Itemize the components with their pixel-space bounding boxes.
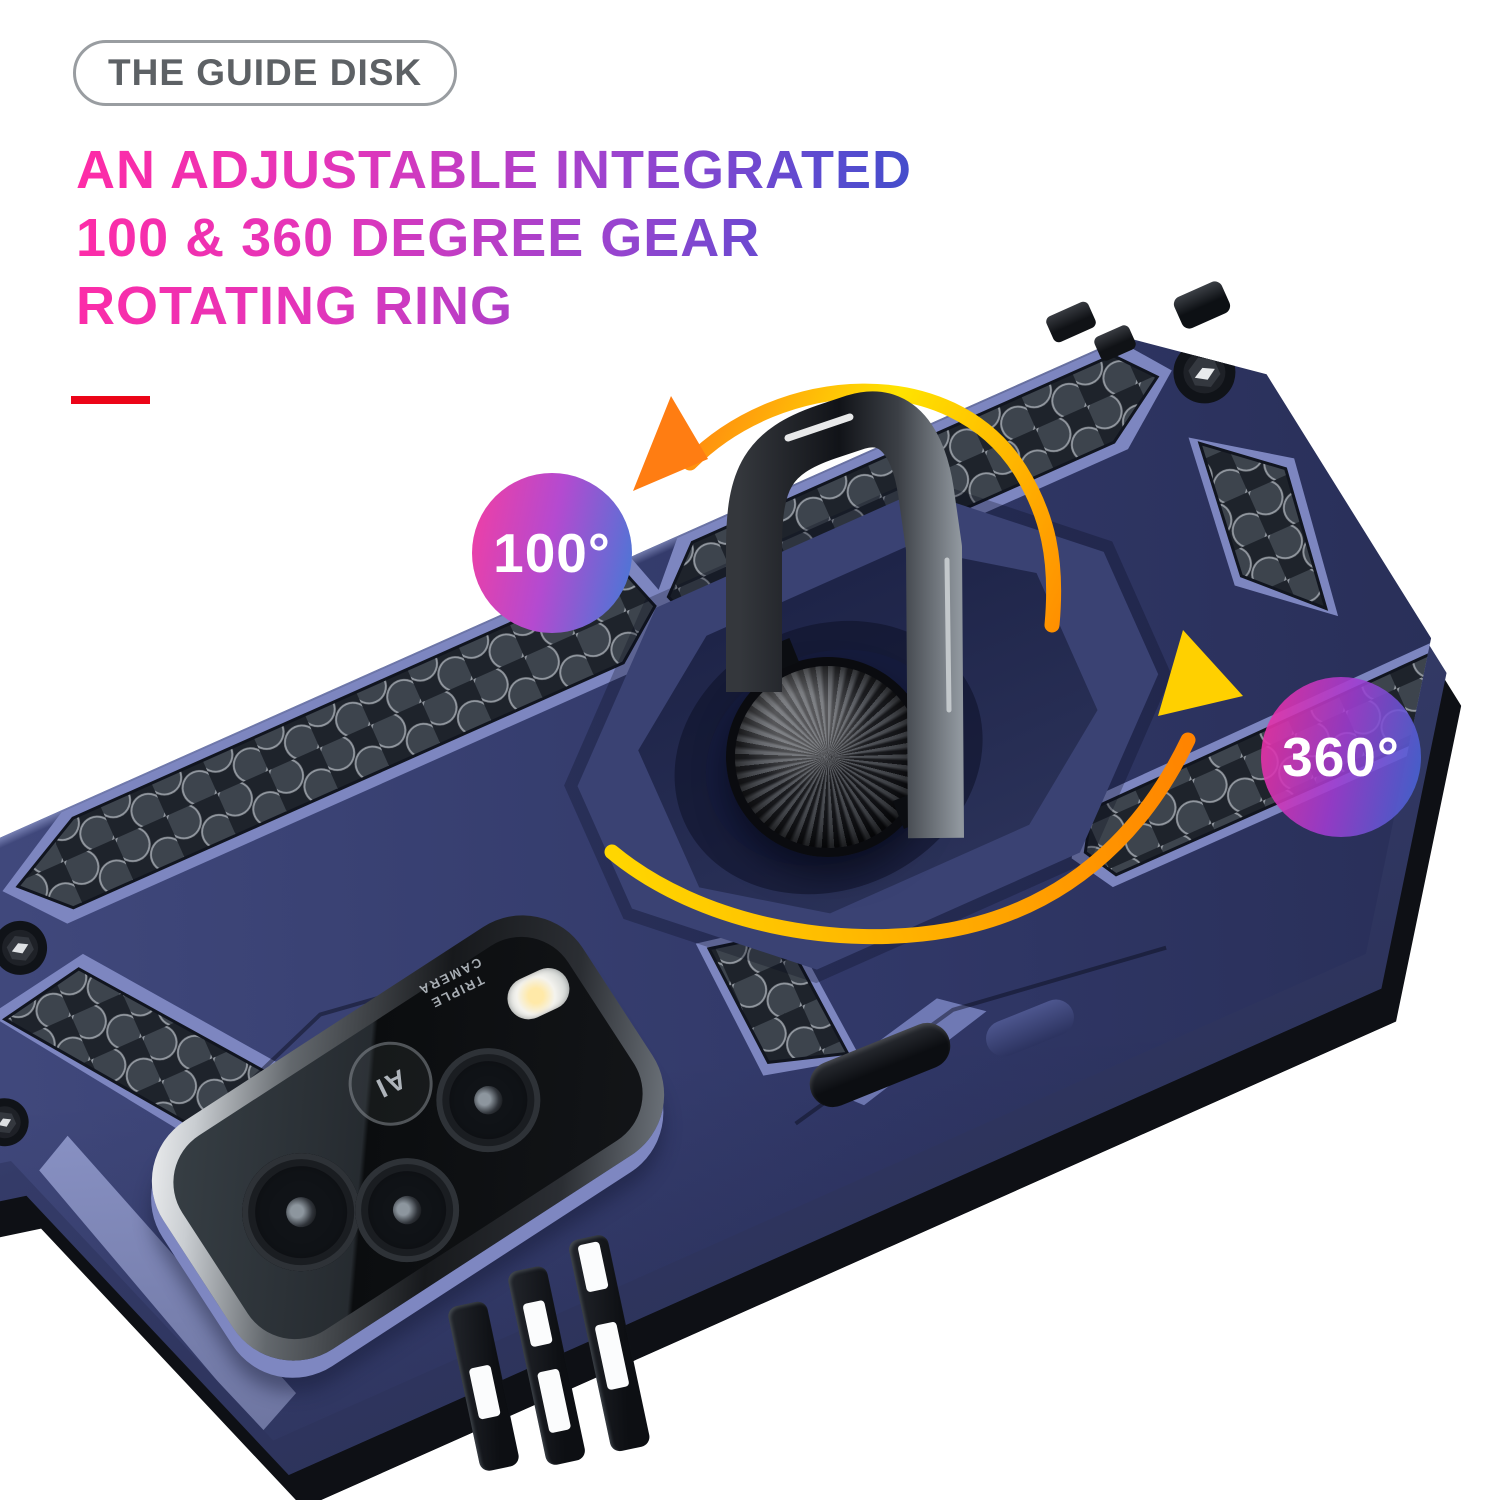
rotation-angle-label: 360° [1282,726,1400,788]
rotation-arrow-top-icon [633,383,1062,633]
ring-stand-icon [726,391,964,839]
swivel-angle-label: 100° [493,522,611,584]
ring-disk [726,657,930,857]
guide-disk-label: THE GUIDE DISK [108,52,423,93]
accent-divider [71,396,150,404]
swivel-angle-badge: 100° [472,473,632,633]
rotation-arrow-bottom-icon [604,630,1243,945]
guide-disk-pill-badge: THE GUIDE DISK [73,40,458,106]
rotation-angle-badge: 360° [1261,677,1421,837]
